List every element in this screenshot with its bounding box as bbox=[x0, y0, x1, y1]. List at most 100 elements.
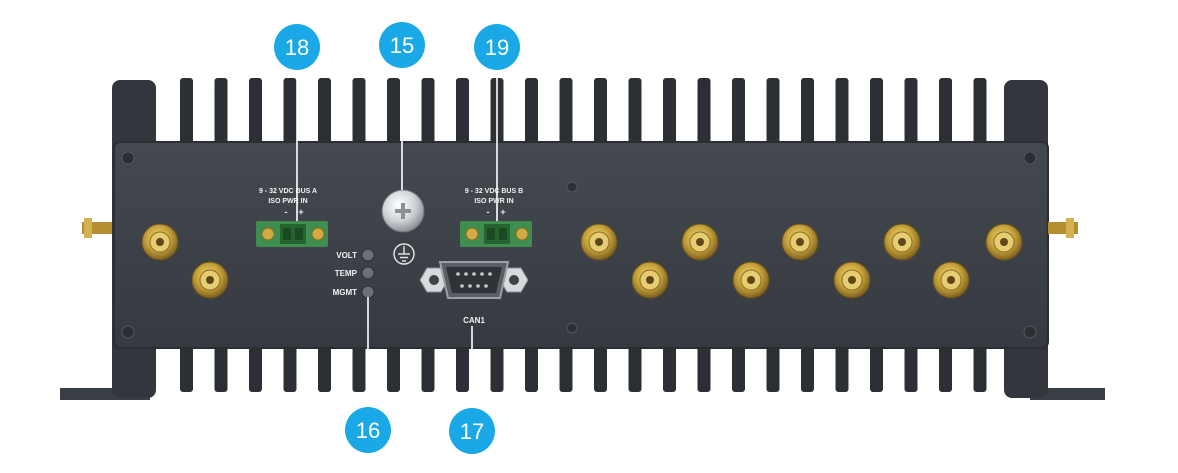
fin-top bbox=[525, 78, 538, 148]
callout-18: 18 bbox=[274, 24, 320, 70]
fin-bottom bbox=[456, 342, 469, 392]
fin-bottom bbox=[732, 342, 745, 392]
sma-connector-icon[interactable] bbox=[732, 261, 770, 299]
callout-circle bbox=[274, 24, 320, 70]
fin-top bbox=[904, 78, 918, 148]
status-led-mgmt: MGMT bbox=[333, 285, 375, 299]
fin-bottom bbox=[214, 342, 228, 392]
callout-circle bbox=[345, 407, 391, 453]
bus-a-power-terminal[interactable]: 9 - 32 VDC BUS A ISO PWR IN - + bbox=[256, 188, 328, 247]
callout-circle bbox=[379, 22, 425, 68]
callout-17: 17 bbox=[449, 408, 495, 454]
callout-16: 16 bbox=[345, 407, 391, 453]
callout-15: 15 bbox=[379, 22, 425, 68]
fin-bottom bbox=[283, 342, 297, 392]
fin-top bbox=[283, 78, 297, 148]
left-side-antenna-connector bbox=[82, 218, 112, 238]
bus-a-label-line1: 9 - 32 VDC BUS A bbox=[259, 188, 317, 195]
sma-connector-icon[interactable] bbox=[191, 261, 229, 299]
sma-connector-icon[interactable] bbox=[631, 261, 669, 299]
callout-markers: 18 15 19 16 17 bbox=[274, 22, 520, 454]
bus-b-label-line1: 9 - 32 VDC BUS B bbox=[465, 188, 523, 195]
led-label: TEMP bbox=[335, 269, 358, 278]
led-label: MGMT bbox=[333, 288, 358, 297]
bus-a-label-line2: ISO PWR IN bbox=[268, 198, 307, 205]
fin-bottom bbox=[835, 342, 849, 392]
callout-number: 16 bbox=[356, 418, 380, 443]
db9-pin bbox=[464, 272, 468, 276]
heat-sink-fins-bottom bbox=[180, 342, 987, 392]
bus-b-minus-label: - bbox=[487, 207, 490, 217]
status-led-temp: TEMP bbox=[335, 266, 375, 280]
fin-top bbox=[249, 78, 262, 148]
callout-number: 18 bbox=[285, 35, 309, 60]
callout-number: 15 bbox=[390, 33, 414, 58]
fin-bottom bbox=[559, 342, 573, 392]
status-leds: VOLT TEMP MGMT bbox=[333, 248, 375, 299]
fin-top bbox=[801, 78, 814, 148]
fin-bottom bbox=[663, 342, 676, 392]
sma-connector-icon[interactable] bbox=[985, 223, 1023, 261]
fin-bottom bbox=[973, 342, 987, 392]
fin-bottom bbox=[525, 342, 538, 392]
fin-top bbox=[835, 78, 849, 148]
fin-top bbox=[594, 78, 607, 148]
fin-bottom bbox=[387, 342, 400, 392]
right-side-antenna-connector bbox=[1048, 218, 1078, 238]
callout-19: 19 bbox=[474, 24, 520, 70]
fin-top bbox=[456, 78, 469, 148]
bus-b-power-terminal[interactable]: 9 - 32 VDC BUS B ISO PWR IN - + bbox=[460, 188, 532, 247]
panel-screws bbox=[121, 151, 1037, 339]
callout-number: 17 bbox=[460, 419, 484, 444]
db9-pin bbox=[476, 284, 480, 288]
fin-bottom bbox=[870, 342, 883, 392]
fin-bottom bbox=[801, 342, 814, 392]
fin-bottom bbox=[490, 342, 504, 392]
sma-connector-icon[interactable] bbox=[932, 261, 970, 299]
fin-top bbox=[214, 78, 228, 148]
fin-top bbox=[766, 78, 780, 148]
bus-b-label-line2: ISO PWR IN bbox=[474, 198, 513, 205]
db9-pin bbox=[484, 284, 488, 288]
sma-connector-icon[interactable] bbox=[833, 261, 871, 299]
fin-bottom bbox=[939, 342, 952, 392]
sma-connector-icon[interactable] bbox=[141, 223, 179, 261]
db9-pin bbox=[480, 272, 484, 276]
phillips-screw-icon bbox=[395, 203, 411, 219]
fin-top bbox=[318, 78, 331, 148]
fin-bottom bbox=[352, 342, 366, 392]
callout-circle bbox=[474, 24, 520, 70]
callout-number: 19 bbox=[485, 35, 509, 60]
led-indicator bbox=[361, 285, 375, 299]
ground-screw[interactable] bbox=[381, 189, 425, 233]
db9-pins bbox=[456, 272, 492, 288]
fin-top bbox=[559, 78, 573, 148]
sma-connector-icon[interactable] bbox=[781, 223, 819, 261]
fin-top bbox=[387, 78, 400, 148]
fin-bottom bbox=[249, 342, 262, 392]
fin-bottom bbox=[904, 342, 918, 392]
fin-top bbox=[421, 78, 435, 148]
fin-bottom bbox=[766, 342, 780, 392]
led-label: VOLT bbox=[336, 251, 357, 260]
fin-top bbox=[697, 78, 711, 148]
right-mounting-flange bbox=[1030, 388, 1105, 400]
fin-bottom bbox=[628, 342, 642, 392]
fin-top bbox=[663, 78, 676, 148]
can1-connector[interactable]: CAN1 bbox=[419, 261, 529, 325]
fin-top bbox=[939, 78, 952, 148]
bus-a-minus-label: - bbox=[285, 207, 288, 217]
fin-top bbox=[870, 78, 883, 148]
callout-leaders bbox=[296, 68, 498, 408]
fin-top bbox=[973, 78, 987, 148]
sma-connector-icon[interactable] bbox=[580, 223, 618, 261]
sma-connector-icon[interactable] bbox=[883, 223, 921, 261]
sma-connector-icon[interactable] bbox=[681, 223, 719, 261]
callout-circle bbox=[449, 408, 495, 454]
bus-a-plus-label: + bbox=[298, 207, 303, 217]
fin-top bbox=[628, 78, 642, 148]
db9-pin bbox=[472, 272, 476, 276]
led-indicator bbox=[361, 248, 375, 262]
heat-sink-fins-top bbox=[180, 78, 987, 148]
